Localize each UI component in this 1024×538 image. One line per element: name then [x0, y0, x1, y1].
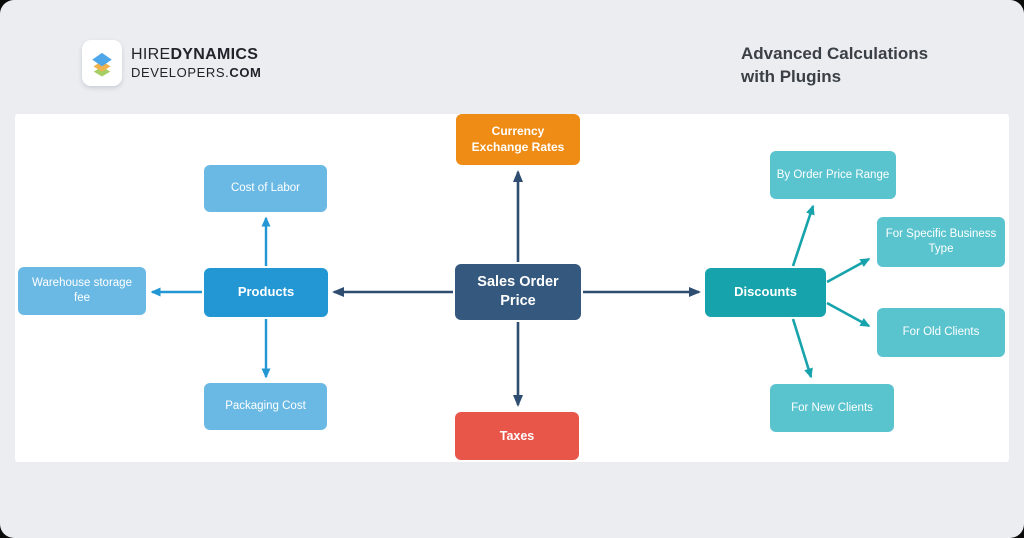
node-currency-exchange-rates: Currency Exchange Rates: [456, 114, 580, 165]
brand-logo: HIREDYNAMICS DEVELOPERS.COM: [82, 40, 262, 86]
node-for-specific-business-type: For Specific Business Type: [877, 217, 1005, 267]
brand-domain: DEVELOPERS.COM: [131, 64, 262, 80]
node-sales-order-price: Sales Order Price: [455, 264, 581, 320]
node-packaging-cost: Packaging Cost: [204, 383, 327, 430]
node-taxes: Taxes: [455, 412, 579, 460]
node-warehouse-storage-fee: Warehouse storage fee: [18, 267, 146, 315]
stacked-layers-icon: [82, 40, 122, 86]
node-products: Products: [204, 268, 328, 317]
node-discounts: Discounts: [705, 268, 826, 317]
brand-name: HIREDYNAMICS: [131, 45, 259, 63]
node-cost-of-labor: Cost of Labor: [204, 165, 327, 212]
page-title-line1: Advanced Calculations: [741, 44, 929, 63]
node-for-new-clients: For New Clients: [770, 384, 894, 432]
page-title: Advanced Calculations with Plugins: [741, 42, 971, 89]
node-for-old-clients: For Old Clients: [877, 308, 1005, 357]
brand-logo-text: HIREDYNAMICS DEVELOPERS.COM: [131, 45, 262, 80]
page-title-line2: with Plugins: [741, 67, 842, 87]
node-by-order-price-range: By Order Price Range: [770, 151, 896, 199]
